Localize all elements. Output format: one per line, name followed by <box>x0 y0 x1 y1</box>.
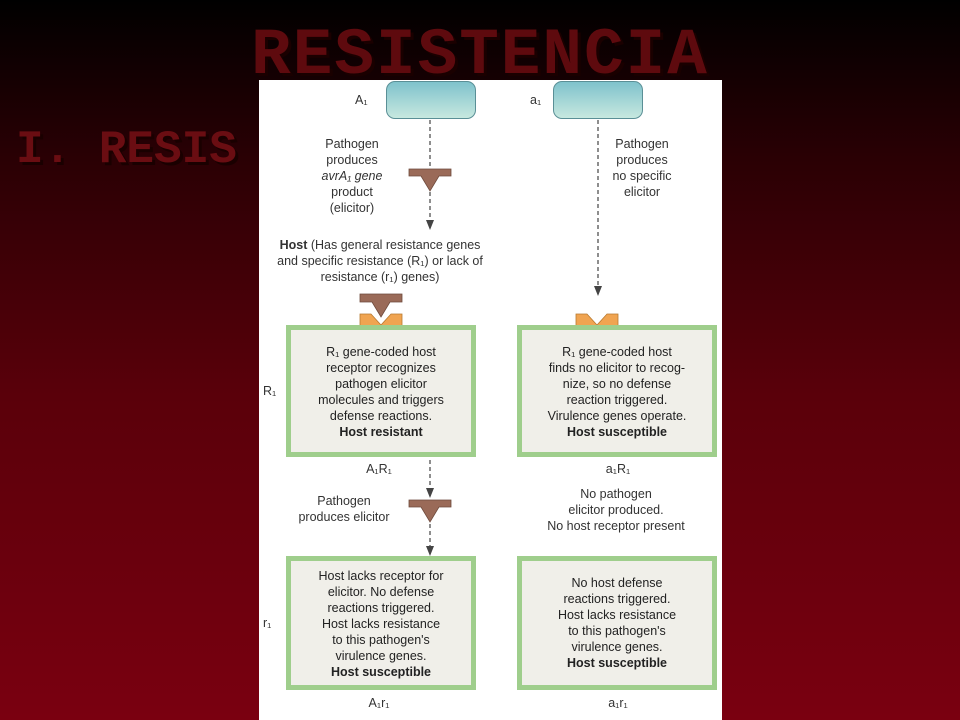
box-lower-left-bottom-bar <box>286 685 476 690</box>
box-lower-left-top-bar <box>286 556 476 561</box>
label-a1-top: a₁ <box>530 93 542 107</box>
box-upper-right-bottom-bar <box>517 452 717 457</box>
middle-right-text: No pathogen elicitor produced. No host r… <box>547 487 685 533</box>
arrowhead-left-top <box>426 220 434 230</box>
label-A1-top: A₁ <box>355 93 368 107</box>
box-lower-left: Host lacks receptor for elicitor. No def… <box>286 561 476 685</box>
label-a1R1: a₁R₁ <box>605 462 631 476</box>
box-upper-left: R₁ gene-coded host receptor recognizes p… <box>286 330 476 452</box>
right-top-text: Pathogen produces no specific elicitor <box>612 137 672 199</box>
row-label-R1: R₁ <box>263 384 277 398</box>
host-text: Host (Has general resistance genes and s… <box>277 238 483 284</box>
box-lower-right-bottom-bar <box>517 685 717 690</box>
pathogen-a1-pill <box>553 81 643 119</box>
box-upper-right: R₁ gene-coded host finds no elicitor to … <box>517 330 717 452</box>
elicitor-bound <box>359 293 403 318</box>
diagram-panel: A₁ a₁ Pathogen produces avrA₁ gene produ… <box>259 80 722 720</box>
box-lower-right: No host defense reactions triggered. Hos… <box>517 561 717 685</box>
middle-left-text: Pathogen produces elicitor <box>298 494 390 524</box>
arrowhead-right-top <box>594 286 602 296</box>
elicitor-top <box>408 168 452 192</box>
box-lower-right-top-bar <box>517 556 717 561</box>
label-a1r1: a₁r₁ <box>608 696 628 710</box>
row-label-r1: r₁ <box>263 616 272 630</box>
label-A1r1: A₁r₁ <box>368 696 390 710</box>
box-upper-left-top-bar <box>286 325 476 330</box>
subtitle-left: I. RESIS <box>16 124 237 176</box>
box-upper-left-bottom-bar <box>286 452 476 457</box>
label-A1R1: A₁R₁ <box>366 462 392 476</box>
arrowhead-left-mid-2 <box>426 546 434 556</box>
pathogen-A1-pill <box>386 81 476 119</box>
box-upper-right-top-bar <box>517 325 717 330</box>
left-top-text: Pathogen produces avrA₁ gene product (el… <box>321 137 383 215</box>
arrowhead-left-mid-1 <box>426 488 434 498</box>
elicitor-middle <box>408 499 452 523</box>
